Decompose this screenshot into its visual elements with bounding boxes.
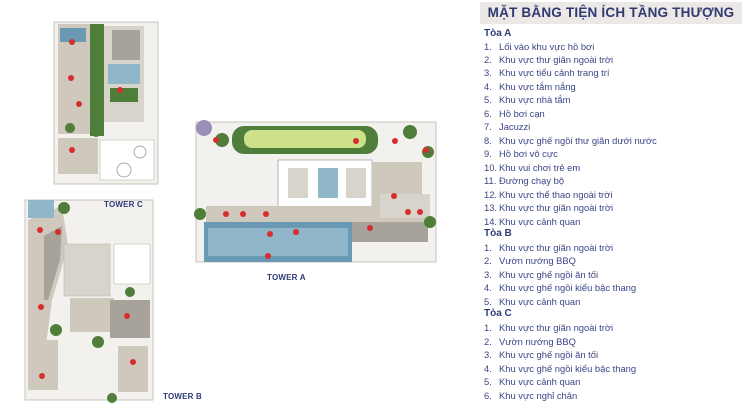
- legend-item: 8.Khu vực ghế ngồi thư giãn dưới nước: [484, 135, 657, 146]
- legend-item: 10.Khu vui chơi trẻ em: [484, 162, 581, 173]
- legend-item: 1.Lối vào khu vực hồ bơi: [484, 41, 595, 52]
- amenity-marker: [293, 229, 299, 235]
- amenity-marker: [76, 101, 82, 107]
- amenity-legend: MẶT BẰNG TIỆN ÍCH TẦNG THƯỢNG Tòa A 1.Lố…: [474, 0, 745, 412]
- amenity-marker: [69, 39, 75, 45]
- amenity-marker: [213, 137, 219, 143]
- legend-item: 2.Vườn nướng BBQ: [484, 336, 576, 347]
- amenity-marker: [124, 313, 130, 319]
- amenity-marker: [37, 227, 43, 233]
- tower-b-label: TOWER B: [163, 392, 203, 401]
- legend-item: 9.Hồ bơi vô cực: [484, 148, 558, 159]
- legend-item: 6.Khu vực nghỉ chân: [484, 390, 578, 401]
- legend-item: 6.Hồ bơi cạn: [484, 108, 545, 119]
- legend-item: 11.Đường chạy bộ: [484, 175, 565, 186]
- amenity-marker: [130, 359, 136, 365]
- amenity-marker: [267, 231, 273, 237]
- legend-item: 1.Khu vực thư giãn ngoài trời: [484, 322, 614, 333]
- legend-item: 4.Khu vực tắm nắng: [484, 81, 576, 92]
- rooftop-plan-drawing: [24, 21, 437, 403]
- legend-item: 5.Khu vực cảnh quan: [484, 296, 581, 307]
- amenity-marker: [263, 211, 269, 217]
- legend-item: 12.Khu vực thể thao ngoài trời: [484, 189, 613, 200]
- legend-item: 14.Khu vực cảnh quan: [484, 216, 581, 227]
- amenity-marker: [240, 211, 246, 217]
- amenity-marker: [391, 193, 397, 199]
- amenity-marker: [117, 87, 123, 93]
- tower-a-label: TOWER A: [267, 273, 306, 282]
- legend-item: 3.Khu vực ghế ngồi ăn tối: [484, 269, 599, 280]
- amenity-marker: [367, 225, 373, 231]
- legend-item: 3.Khu vực ghế ngồi ăn tối: [484, 349, 599, 360]
- amenity-markers: [37, 39, 429, 379]
- tower-c-plan: [53, 21, 159, 185]
- legend-item: 4.Khu vực ghế ngồi kiểu bậc thang: [484, 363, 637, 374]
- tower-a-plan: [194, 120, 437, 263]
- legend-item: 5.Khu vực cảnh quan: [484, 376, 581, 387]
- amenity-marker: [423, 147, 429, 153]
- amenity-marker: [69, 147, 75, 153]
- amenity-marker: [353, 138, 359, 144]
- section-heading-tower-a: Tòa A: [484, 28, 512, 39]
- legend-item: 7.Jacuzzi: [484, 121, 531, 132]
- amenity-marker: [265, 253, 271, 259]
- amenity-marker: [55, 229, 61, 235]
- amenity-marker: [392, 138, 398, 144]
- legend-item: 5.Khu vực nhà tắm: [484, 94, 571, 105]
- legend-item: 1.Khu vực thư giãn ngoài trời: [484, 242, 614, 253]
- legend-item: 4.Khu vực ghế ngồi kiểu bậc thang: [484, 282, 637, 293]
- tower-b-plan: [24, 199, 154, 403]
- rooftop-plan: TOWER C TOWER A TOWER B: [24, 21, 437, 403]
- tower-c-label: TOWER C: [104, 200, 144, 209]
- legend-item: 2.Vườn nướng BBQ: [484, 255, 576, 266]
- amenity-marker: [417, 209, 423, 215]
- amenity-marker: [68, 75, 74, 81]
- amenity-marker: [39, 373, 45, 379]
- section-heading-tower-b: Tòa B: [484, 228, 512, 239]
- amenity-marker: [38, 304, 44, 310]
- legend-title: MẶT BẰNG TIỆN ÍCH TẦNG THƯỢNG: [480, 2, 742, 24]
- legend-item: 2.Khu vực thư giãn ngoài trời: [484, 54, 614, 65]
- legend-item: 13.Khu vực thư giãn ngoài trời: [484, 202, 614, 213]
- amenity-marker: [223, 211, 229, 217]
- section-heading-tower-c: Tòa C: [484, 308, 512, 319]
- amenity-marker: [405, 209, 411, 215]
- legend-item: 3.Khu vực tiểu cảnh trang trí: [484, 67, 610, 78]
